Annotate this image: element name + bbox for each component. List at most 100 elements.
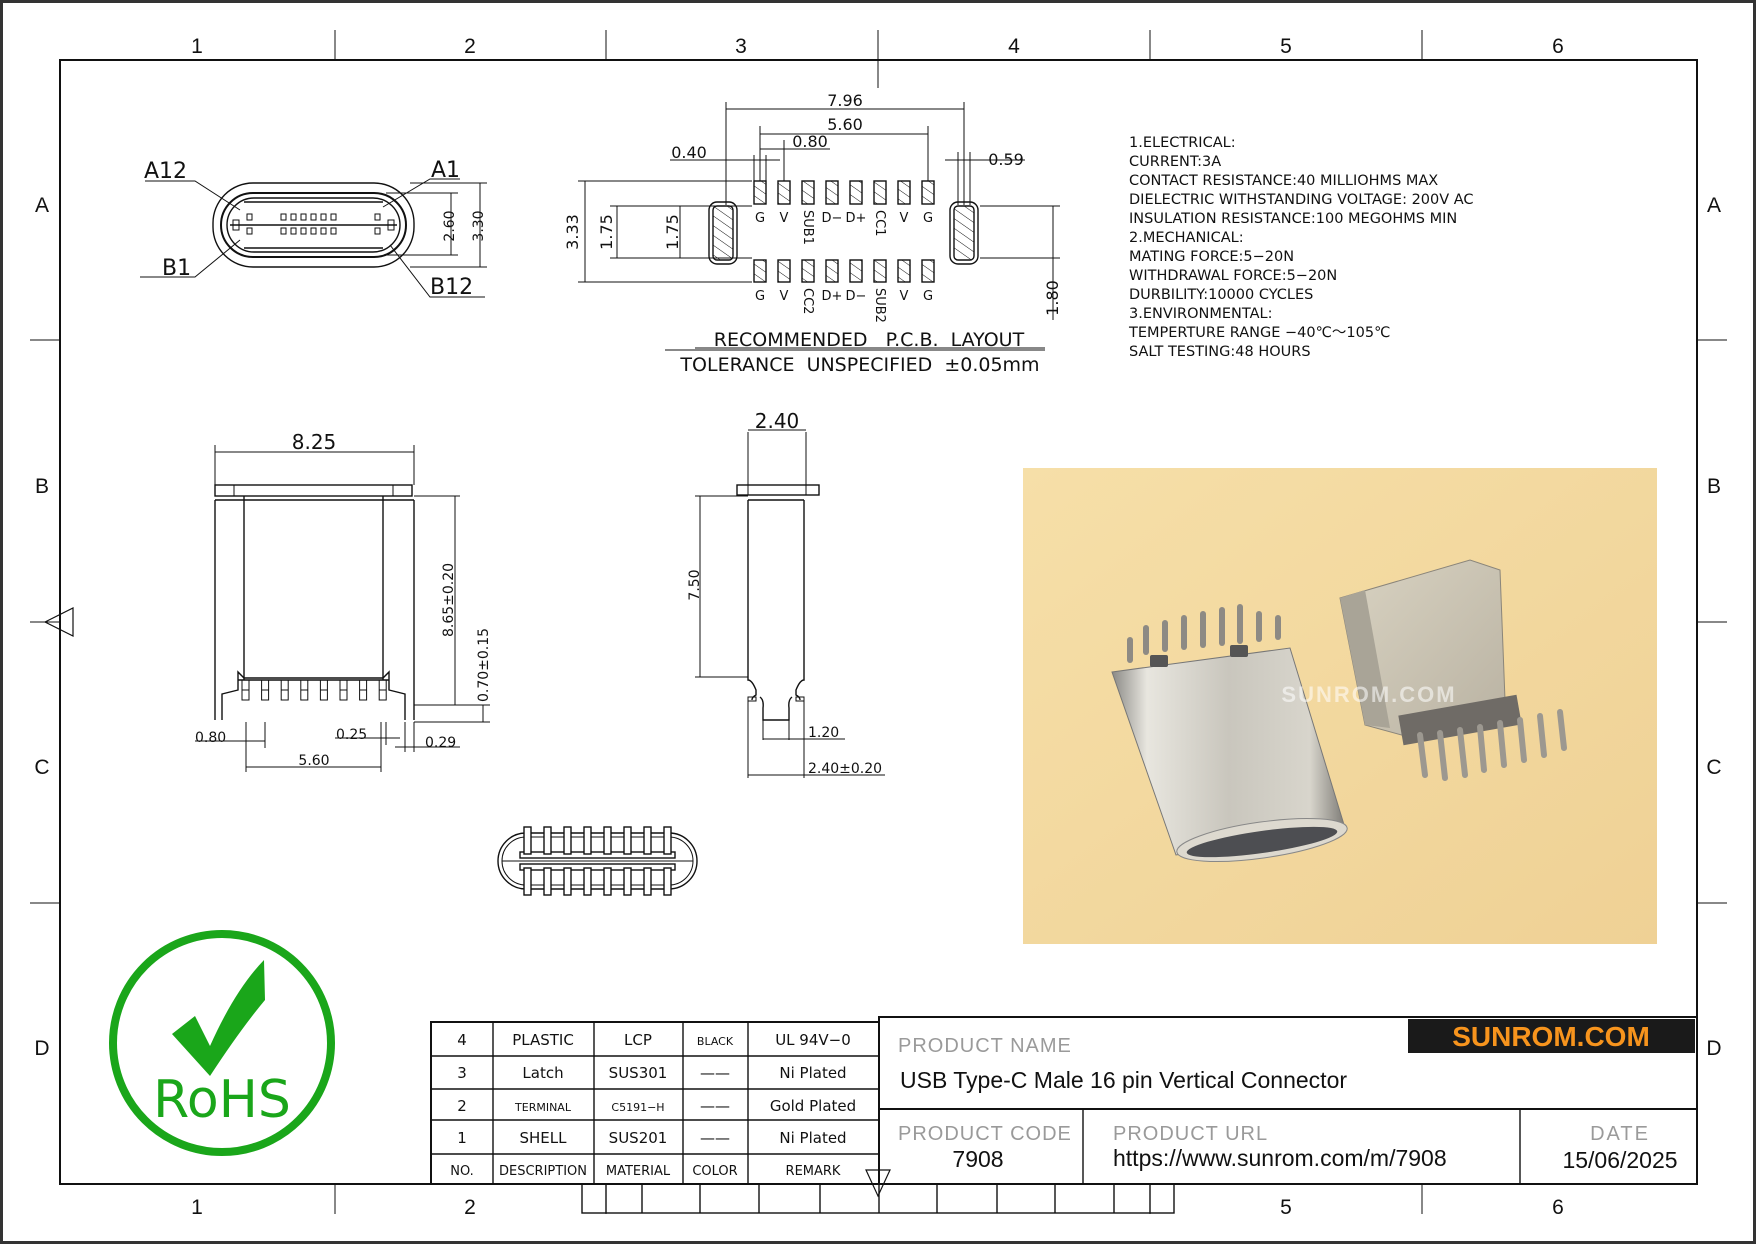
product-url[interactable]: https://www.sunrom.com/m/7908	[1113, 1145, 1447, 1171]
label-a1: A1	[431, 158, 460, 183]
dim-width-825: 8.25	[292, 430, 337, 454]
product-code-label: PRODUCT CODE	[898, 1123, 1072, 1145]
dim-height-750: 7.50	[687, 569, 703, 600]
pin-label-bottom: V	[900, 289, 909, 304]
zone-col-1-top: 1	[191, 35, 203, 58]
bom-cell-remark: Gold Plated	[770, 1097, 856, 1115]
zone-row-c-left: C	[34, 756, 49, 779]
bom-cell-no: 3	[457, 1064, 467, 1082]
bom-header-no: NO.	[450, 1164, 474, 1179]
bottom-view-pin	[523, 826, 532, 855]
product-url-label: PRODUCT URL	[1113, 1123, 1268, 1145]
bom-cell-no: 4	[457, 1031, 467, 1049]
dim-outer-height: 3.30	[471, 210, 487, 241]
bottom-view-pin	[563, 867, 572, 896]
pin-label-bottom: D+	[822, 289, 843, 304]
bom-cell-color: ——	[700, 1064, 730, 1082]
bom-cell-material: C5191−H	[611, 1101, 664, 1114]
bottom-view-pin	[583, 826, 592, 855]
dim-pin-span-560: 5.60	[827, 115, 863, 134]
bom-cell-description: SHELL	[520, 1129, 568, 1147]
pin-label-top: CC1	[872, 210, 887, 236]
pin-label-top: G	[923, 211, 933, 226]
pcb-pad-top	[753, 180, 767, 205]
product-photo: SUNROM.COM	[1023, 468, 1657, 944]
pin-label-top: D+	[846, 211, 867, 226]
zone-col-5-top: 5	[1280, 35, 1292, 58]
dim-row-span-333: 3.33	[563, 214, 582, 250]
bottom-view-pin	[603, 867, 612, 896]
rohs-logo: RoHS	[109, 930, 335, 1156]
bom-cell-description: PLASTIC	[512, 1031, 574, 1049]
product-code: 7908	[952, 1146, 1003, 1172]
pin-label-top: D−	[822, 211, 843, 226]
spec-line: WITHDRAWAL FORCE:5−20N	[1129, 268, 1337, 284]
bom-cell-remark: Ni Plated	[779, 1064, 846, 1082]
photo-connector-right	[1339, 559, 1567, 781]
pcb-pad-top	[897, 180, 911, 205]
bom-header-material: MATERIAL	[606, 1164, 671, 1179]
zone-col-6-bottom: 6	[1552, 1196, 1564, 1219]
photo-connector-left	[1111, 604, 1348, 862]
zone-row-a-right: A	[1707, 194, 1721, 217]
spec-line: CURRENT:3A	[1129, 154, 1221, 170]
label-a12: A12	[144, 159, 187, 184]
zone-col-5-bottom: 5	[1280, 1196, 1292, 1219]
date-value: 15/06/2025	[1562, 1147, 1677, 1173]
bottom-view-pin	[543, 867, 552, 896]
dim-standoff-070: 0.70±0.15	[476, 628, 492, 702]
pcb-pad-bottom	[921, 259, 935, 283]
bom-cell-description: Latch	[522, 1064, 563, 1082]
pcb-layout-tolerance: TOLERANCE UNSPECIFIED ±0.05mm	[679, 354, 1039, 376]
dim-neck-120: 1.20	[808, 725, 839, 741]
photo-watermark: SUNROM.COM	[1281, 682, 1456, 707]
bottom-view-pin	[643, 867, 652, 896]
zone-col-1-bottom: 1	[191, 1196, 203, 1219]
zone-row-a-left: A	[35, 194, 49, 217]
spec-line: CONTACT RESISTANCE:40 MILLIOHMS MAX	[1129, 173, 1438, 189]
dim-slot-length-a: 1.75	[597, 214, 616, 250]
bom-header-color: COLOR	[692, 1164, 737, 1179]
bom-cell-material: SUS201	[609, 1129, 668, 1147]
spec-line: 3.ENVIRONMENTAL:	[1129, 306, 1273, 322]
dim-pin-width-025: 0.25	[336, 727, 367, 743]
pcb-pad-bottom	[873, 259, 887, 283]
pin-label-top: SUB1	[800, 210, 815, 245]
pcb-pad-bottom	[897, 259, 911, 283]
dim-pad-width-040: 0.40	[671, 143, 707, 162]
pin-label-bottom: V	[780, 289, 789, 304]
spec-line: TEMPERTURE RANGE −40℃～105℃	[1128, 325, 1390, 341]
zone-row-d-right: D	[1706, 1037, 1721, 1060]
zone-col-2-bottom: 2	[464, 1196, 476, 1219]
bom-header-description: DESCRIPTION	[499, 1164, 587, 1179]
dim-pitch-080: 0.80	[792, 132, 828, 151]
zone-row-b-left: B	[35, 475, 49, 498]
pcb-pad-bottom	[753, 259, 767, 283]
pin-label-bottom: G	[923, 289, 933, 304]
spec-line: 2.MECHANICAL:	[1129, 230, 1244, 246]
dim-slot-length-right: 1.80	[1043, 280, 1062, 316]
pin-label-top: V	[900, 211, 909, 226]
bom-cell-color: ——	[700, 1097, 730, 1115]
bottom-view-pin	[583, 867, 592, 896]
bottom-view-pin	[663, 867, 672, 896]
end-view-drawing: A12 A1 B1 B12 2.60 3.30	[140, 158, 487, 300]
bom-cell-material: SUS301	[609, 1064, 668, 1082]
bottom-view-pins	[523, 826, 672, 896]
dim-inner-height: 2.60	[442, 210, 458, 241]
zone-labels: 1 2 3 4 5 6 1 2 5 6 A B C D A B C D	[34, 35, 1721, 1219]
front-view-drawing: 8.25 8.65±0.20 0.70±0.15 0.80 0.25 0.29 …	[195, 430, 492, 772]
zone-col-3-top: 3	[735, 35, 747, 58]
specifications-list: 1.ELECTRICAL: CURRENT:3A CONTACT RESISTA…	[1128, 135, 1474, 360]
spec-line: DURBILITY:10000 CYCLES	[1129, 287, 1313, 303]
pcb-pad-top	[777, 180, 791, 205]
date-label: DATE	[1590, 1123, 1650, 1145]
check-icon	[172, 960, 265, 1076]
zone-row-d-left: D	[34, 1037, 49, 1060]
bom-header-remark: REMARK	[786, 1164, 841, 1179]
zone-row-c-right: C	[1706, 756, 1721, 779]
dim-pin-span-560: 5.60	[298, 753, 329, 769]
